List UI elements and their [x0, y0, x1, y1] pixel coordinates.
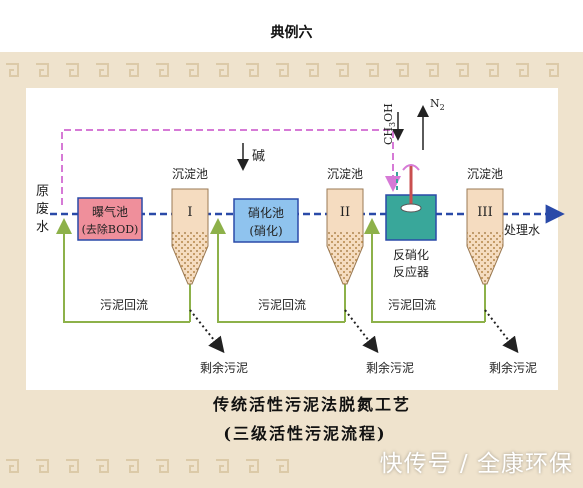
mixer-blade [400, 203, 422, 213]
sludge-return-label-2: 污泥回流 [258, 298, 306, 312]
sludge-return-label-3: 污泥回流 [388, 298, 436, 312]
watermark: 快传号 / 全康环保 [379, 451, 573, 477]
treated-water-label: 处理水 [504, 223, 540, 237]
denitrification-label-2: 反应器 [393, 264, 429, 279]
frame-pattern [6, 63, 559, 473]
sludge-return-label-1: 污泥回流 [100, 298, 148, 312]
nitrogen-label: N2 [430, 97, 445, 112]
raw-water-label-2: 废 [36, 201, 49, 217]
nitrification-tank-sublabel: (硝化) [249, 224, 282, 238]
clarifier-2-sludge [327, 232, 363, 284]
excess-sludge-lines [189, 309, 519, 354]
nitrification-tank [233, 198, 299, 243]
clarifier-3-sludge [467, 232, 503, 284]
nitrification-tank-label: 硝化池 [248, 206, 284, 220]
bypass-line [61, 129, 401, 205]
excess-sludge-label-1: 剩余污泥 [200, 360, 248, 375]
mixer-motor-icon [402, 164, 420, 171]
page-title: 典例六 [270, 25, 313, 41]
clarifier-3-num: III [477, 205, 492, 220]
clarifier-2-title: 沉淀池 [327, 167, 363, 181]
aeration-tank-label: 曝气池 [92, 204, 128, 219]
excess-sludge-label-2: 剩余污泥 [366, 360, 414, 375]
aeration-tank [77, 197, 143, 241]
caption-line-2: (三级活性污泥流程) [223, 424, 386, 443]
alkali-label: 碱 [252, 149, 265, 164]
sludge-return-lines [56, 218, 486, 323]
denitrification-label-1: 反硝化 [393, 248, 429, 262]
excess-sludge-label-3: 剩余污泥 [489, 360, 537, 375]
clarifier-1-sludge [172, 232, 208, 284]
raw-water-label-1: 原 [36, 184, 49, 199]
clarifier-3-title: 沉淀池 [467, 167, 503, 181]
raw-water-label-3: 水 [36, 220, 49, 235]
caption-line-1: 传统活性污泥法脱氮工艺 [212, 395, 411, 414]
clarifier-2-num: II [340, 205, 350, 220]
aeration-tank-sublabel: (去除BOD) [82, 222, 139, 236]
clarifier-1-num: I [187, 205, 192, 220]
methanol-label: CH3OH [382, 103, 397, 145]
clarifier-1-title: 沉淀池 [172, 167, 208, 181]
